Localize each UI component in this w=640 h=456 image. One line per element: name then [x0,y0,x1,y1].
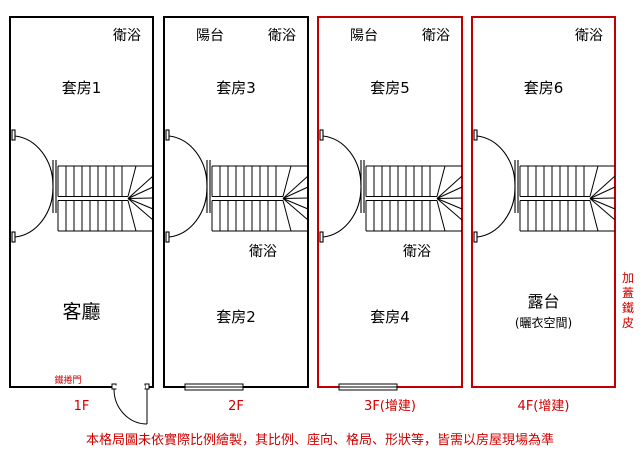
room-top-label: 套房5 [370,79,410,97]
stair-winder [127,198,154,210]
stair-winder [436,198,463,210]
floor-label: 1F [74,399,90,414]
stair-winder [282,198,309,210]
door-arc-top [476,135,516,187]
stair-winder [436,197,463,199]
side-note-char: 鐵 [622,300,634,315]
room-top-label: 套房1 [62,79,102,97]
door-swing [165,129,211,243]
door-label: 鐵捲門 [54,374,81,386]
door-jamb [473,231,478,243]
door-jamb [144,383,150,390]
stair-winder [589,165,599,197]
door-arc-top [322,135,362,187]
door-jamb [11,231,16,243]
side-note-char: 蓋 [622,286,634,300]
door-jamb [165,129,170,141]
stair-winder [127,197,154,199]
door-arc-top [168,135,208,187]
mid-bath-label: 衛浴 [249,244,277,260]
outer-wall [9,16,154,388]
door-jamb [165,231,170,243]
stair-winder [282,165,292,197]
floor-2: 陽台衛浴套房3套房2衛浴2F [163,16,309,414]
floor-label: 3F(增建) [364,399,416,414]
outer-wall [471,16,616,388]
door-jamb [319,231,324,243]
room-top-label: 套房3 [216,79,256,97]
door-jamb [319,129,324,141]
door-arc-bottom [14,186,54,238]
stair-winder [589,197,616,199]
room-bottom-label: 套房2 [216,308,256,326]
door-arc [113,388,148,425]
stair-winder [436,175,463,199]
door-swing [473,129,519,243]
staircase [211,165,309,232]
door-arc-bottom [476,186,516,238]
stair-winder [589,186,616,199]
side-note-char: 加 [622,271,634,285]
bath-label: 衛浴 [575,28,603,44]
stair-winder [127,165,137,197]
room-bottom-label: 露台 [527,292,559,311]
window [338,383,398,391]
entrance-door [111,383,150,425]
staircase [365,165,463,232]
room-bottom-label: 客廳 [62,301,100,323]
balcony-label: 陽台 [196,28,224,44]
side-note-char: 皮 [622,316,634,330]
floor-label: 2F [228,399,244,414]
door-swing [319,129,365,243]
balcony-label: 陽台 [350,28,378,44]
stair-winder [127,175,154,199]
bath-label: 衛浴 [422,28,450,44]
stair-winder [282,175,309,199]
door-swing [11,129,57,243]
door-arc-bottom [168,186,208,238]
stair-winder [127,186,154,199]
stair-winder [436,200,446,232]
stair-winder [436,186,463,199]
room-top-label: 套房6 [524,79,564,97]
window [184,383,244,391]
floor-label: 4F(增建) [518,399,570,414]
stair-winder [127,200,137,232]
stair-winder [589,198,616,210]
room-bottom-label: 套房4 [370,308,410,326]
door-jamb [11,129,16,141]
stair-winder [282,200,292,232]
door-arc-top [14,135,54,187]
stair-winder [282,186,309,199]
staircase [519,165,616,232]
stair-winder [282,197,309,199]
door-arc-bottom [322,186,362,238]
bath-label: 衛浴 [113,28,141,44]
room-bottom-sub-label: (曬衣空間) [515,315,572,330]
stair-winder [282,198,309,221]
mid-bath-label: 衛浴 [403,244,431,260]
disclaimer-text: 本格局圖未依實際比例繪製，其比例、座向、格局、形狀等，皆需以房屋現場為準 [86,432,554,448]
floor-3: 陽台衛浴套房5套房4衛浴3F(增建) [317,16,463,414]
staircase [57,165,154,232]
stair-winder [589,175,616,199]
stair-winder [436,165,446,197]
door-jamb [473,129,478,141]
stair-winder [127,198,154,221]
stair-winder [436,198,463,221]
stair-winder [589,198,616,221]
stair-winder [589,200,599,232]
bath-label: 衛浴 [268,28,296,44]
